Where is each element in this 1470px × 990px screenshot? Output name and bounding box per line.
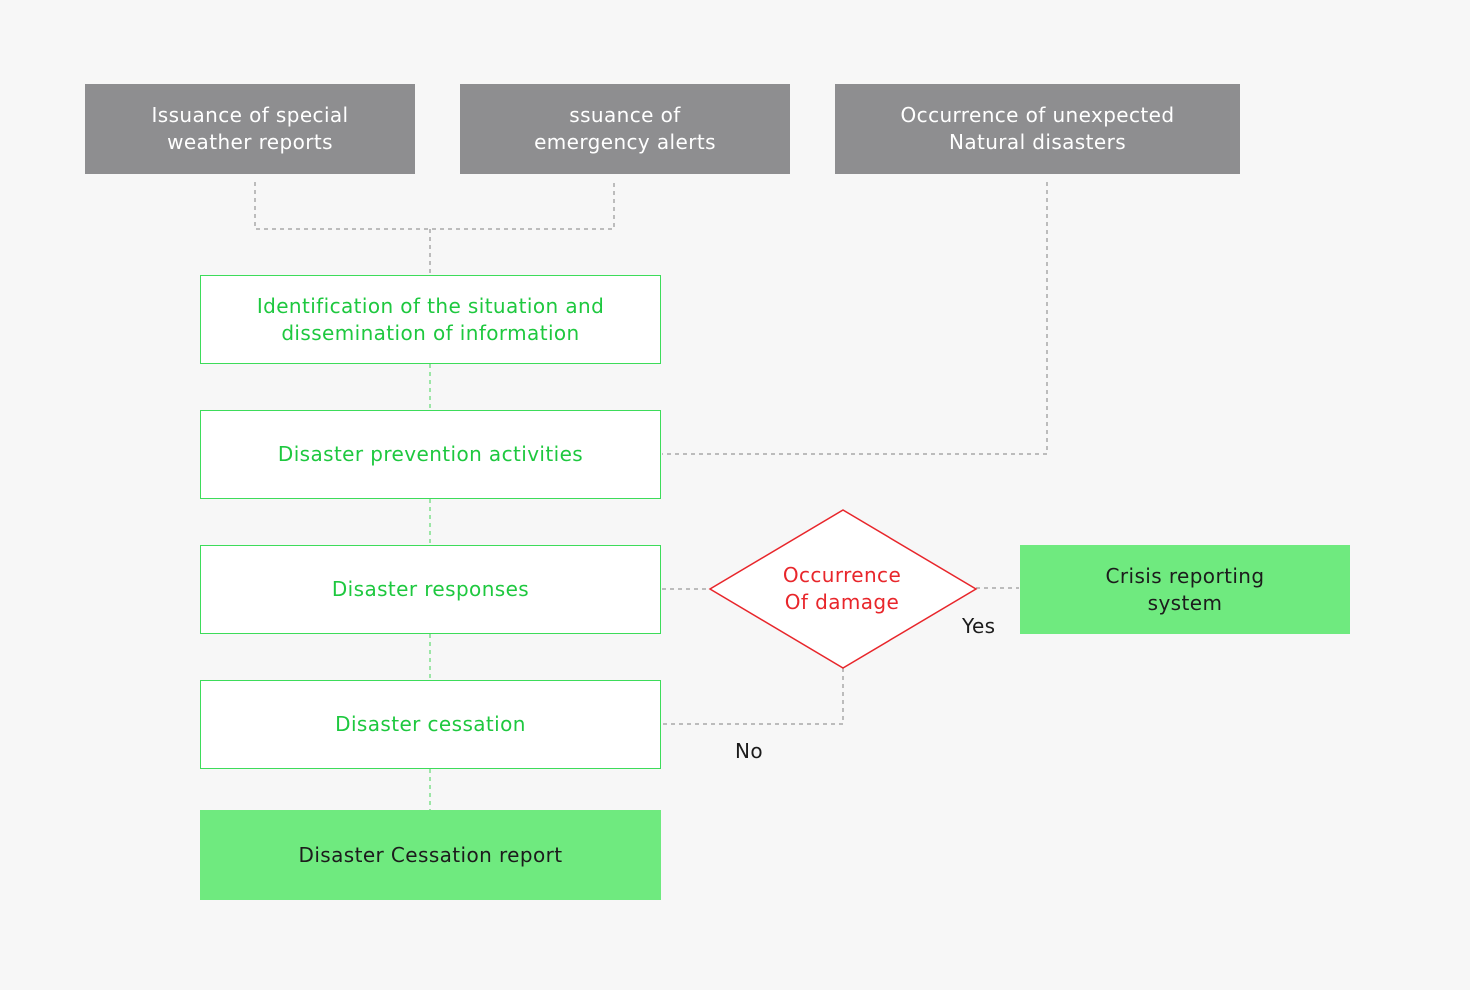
source-label: Issuance of special weather reports bbox=[151, 103, 349, 154]
connector-decision-no bbox=[662, 668, 844, 725]
connector-source-3-to-prevention bbox=[662, 182, 1048, 455]
step-label: Disaster responses bbox=[331, 577, 530, 601]
step-disaster-responses: Disaster responses bbox=[200, 545, 661, 634]
edge-label-yes: Yes bbox=[962, 614, 996, 638]
step-label: Disaster cessation bbox=[335, 712, 526, 736]
source-label: ssuance of emergency alerts bbox=[534, 103, 716, 154]
step-label: Disaster prevention activities bbox=[277, 442, 584, 466]
connector-source-1-merge bbox=[254, 182, 615, 230]
step-identification: Identification of the situation and diss… bbox=[200, 275, 661, 364]
crisis-reporting-system: Crisis reporting system bbox=[1020, 545, 1350, 634]
step-prevention-activities: Disaster prevention activities bbox=[200, 410, 661, 499]
decision-label: Occurrence Of damage bbox=[782, 563, 902, 614]
step-disaster-cessation: Disaster cessation bbox=[200, 680, 661, 769]
final-cessation-report: Disaster Cessation report bbox=[200, 810, 661, 900]
step-label: Identification of the situation and diss… bbox=[256, 293, 605, 345]
source-special-weather-reports: Issuance of special weather reports bbox=[85, 84, 415, 174]
source-unexpected-disasters: Occurrence of unexpected Natural disaste… bbox=[835, 84, 1240, 174]
edge-label-no: No bbox=[735, 739, 763, 763]
crisis-system-label: Crisis reporting system bbox=[1105, 563, 1265, 615]
source-label: Occurrence of unexpected Natural disaste… bbox=[900, 103, 1175, 154]
source-emergency-alerts: ssuance of emergency alerts bbox=[460, 84, 790, 174]
decision-diamond bbox=[708, 509, 978, 669]
report-label: Disaster Cessation report bbox=[298, 842, 563, 867]
